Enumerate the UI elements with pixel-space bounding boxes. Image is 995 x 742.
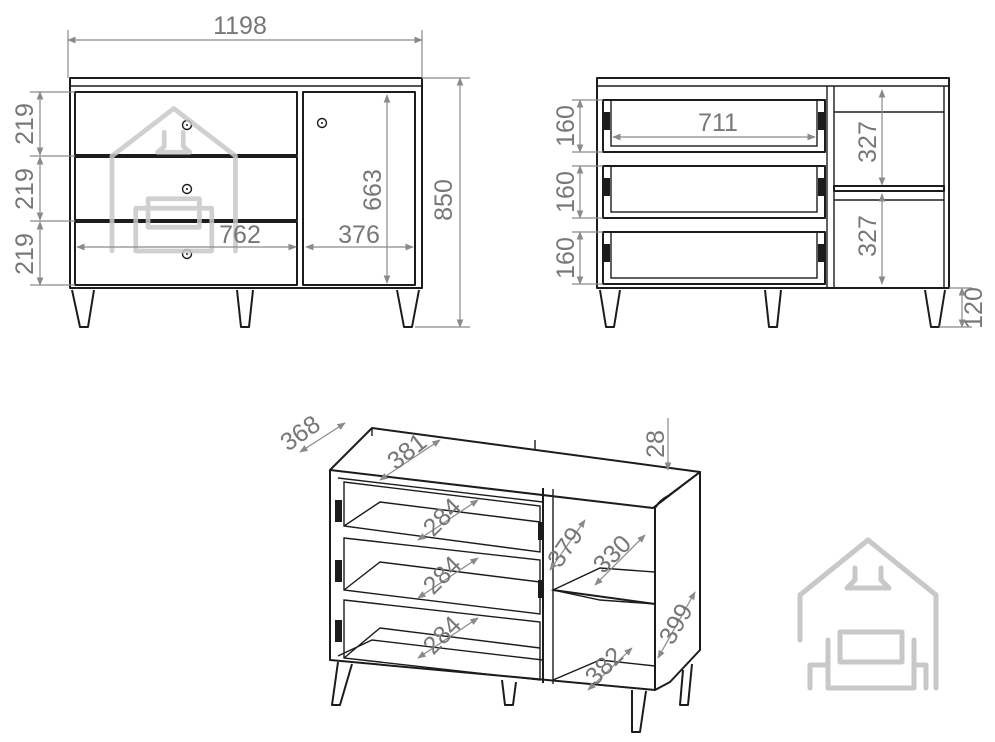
- persp-leg-1: [331, 661, 353, 706]
- front-view: 1198 850 219 219 219 762 376 663: [11, 12, 470, 328]
- perspective-view: 368 381 28 284 284 284 379 330 399 382: [275, 410, 701, 733]
- dim-drawer-height-1: 219: [11, 103, 39, 145]
- knob-drawer-2: [181, 183, 193, 195]
- dim-drawer-height-3: 219: [11, 233, 39, 275]
- home-furniture-logo-icon-large: [797, 537, 939, 691]
- dim-top-thickness-label: 28: [642, 430, 670, 458]
- front-leg-right: [396, 289, 420, 328]
- persp-drawer-2: [343, 537, 541, 615]
- dim-upper-compartment: 327: [854, 121, 882, 163]
- dim-drawer-section-width: 762: [219, 221, 261, 249]
- front-drawer-1: [74, 91, 298, 156]
- dim-lower-compartment: 327: [854, 215, 882, 257]
- dim-door-height: 663: [359, 169, 387, 211]
- dim-lower-compartment-height: 399: [654, 599, 699, 649]
- dim-upper-compartment-height: 379: [542, 522, 589, 572]
- dim-leg-height: 120: [960, 287, 988, 329]
- front-drawer-2: [74, 156, 298, 221]
- dim-door-width: 376: [338, 221, 380, 249]
- dim-overall-height: 850: [430, 179, 458, 221]
- dim-depth: 368: [275, 410, 325, 457]
- dim-drawer-box-height-3: 160: [552, 237, 580, 279]
- back-shelf: [833, 185, 945, 192]
- persp-leg-2: [501, 679, 517, 706]
- back-cabinet-body: [596, 77, 950, 289]
- front-cabinet-body: [69, 77, 423, 289]
- dim-shelf-depth: 330: [588, 530, 637, 579]
- back-drawer-box-3: [602, 231, 826, 285]
- dim-drawer-box-height-2: 160: [552, 171, 580, 213]
- persp-shelf: [550, 567, 656, 605]
- back-leg-middle: [764, 289, 782, 328]
- persp-leg-3: [631, 690, 647, 733]
- dim-drawer-box-width: 711: [698, 109, 738, 137]
- dim-drawer-height-2: 219: [11, 168, 39, 210]
- knob-door: [316, 117, 328, 129]
- home-furniture-logo-icon: [109, 106, 238, 254]
- front-leg-left: [71, 289, 95, 328]
- front-door: [302, 91, 416, 286]
- dim-drawer-box-height-1: 160: [552, 105, 580, 147]
- front-leg-middle: [236, 289, 254, 328]
- back-view: 160 160 160 711 327 327 120: [552, 77, 988, 329]
- persp-drawer-3: [343, 599, 541, 681]
- back-leg-left: [599, 289, 621, 328]
- persp-drawer-1: [343, 481, 541, 553]
- front-drawer-3: [74, 221, 298, 286]
- persp-leg-4: [679, 663, 693, 706]
- back-leg-right: [924, 289, 946, 328]
- dim-overall-width: 1198: [213, 12, 267, 40]
- back-drawer-box-2: [602, 165, 826, 219]
